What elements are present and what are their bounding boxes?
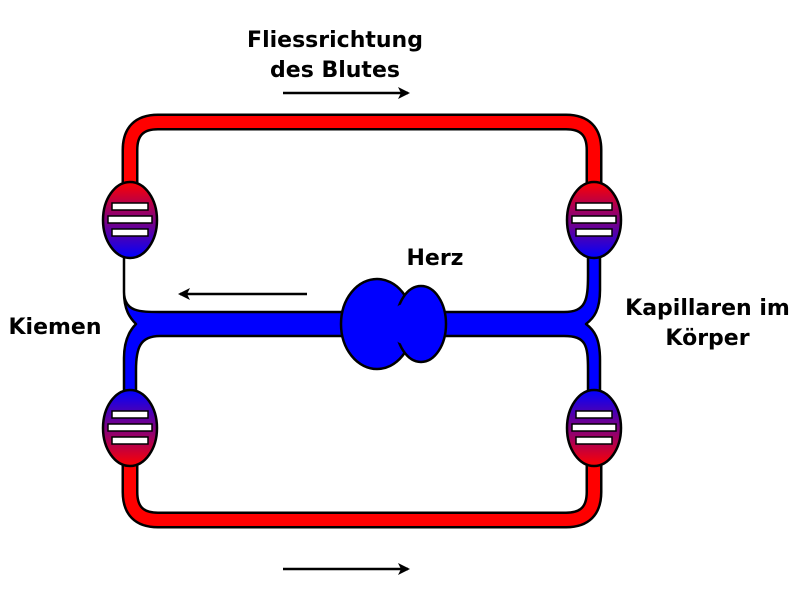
lower-artery-vessel	[121, 455, 603, 529]
flow-direction-label-line1: Fliessrichtung	[247, 28, 423, 53]
heart-label-text: Herz	[406, 246, 464, 271]
heart	[339, 277, 448, 371]
capillaries-label: Kapillaren im Körper	[615, 294, 800, 354]
gill-organ-top	[101, 180, 159, 260]
flow-direction-label-line2: des Blutes	[270, 58, 400, 83]
capillary-organ-bottom	[565, 388, 623, 468]
capillaries-label-line2: Körper	[665, 326, 750, 351]
gill-organ-bottom	[101, 388, 159, 468]
capillaries-label-line1: Kapillaren im	[625, 296, 790, 321]
capillary-organ-top	[565, 180, 623, 260]
gills-label: Kiemen	[0, 313, 110, 343]
gills-label-text: Kiemen	[8, 315, 102, 340]
heart-label: Herz	[395, 244, 475, 274]
flow-direction-label: Fliessrichtung des Blutes	[230, 26, 440, 86]
upper-artery-vessel	[121, 113, 603, 195]
